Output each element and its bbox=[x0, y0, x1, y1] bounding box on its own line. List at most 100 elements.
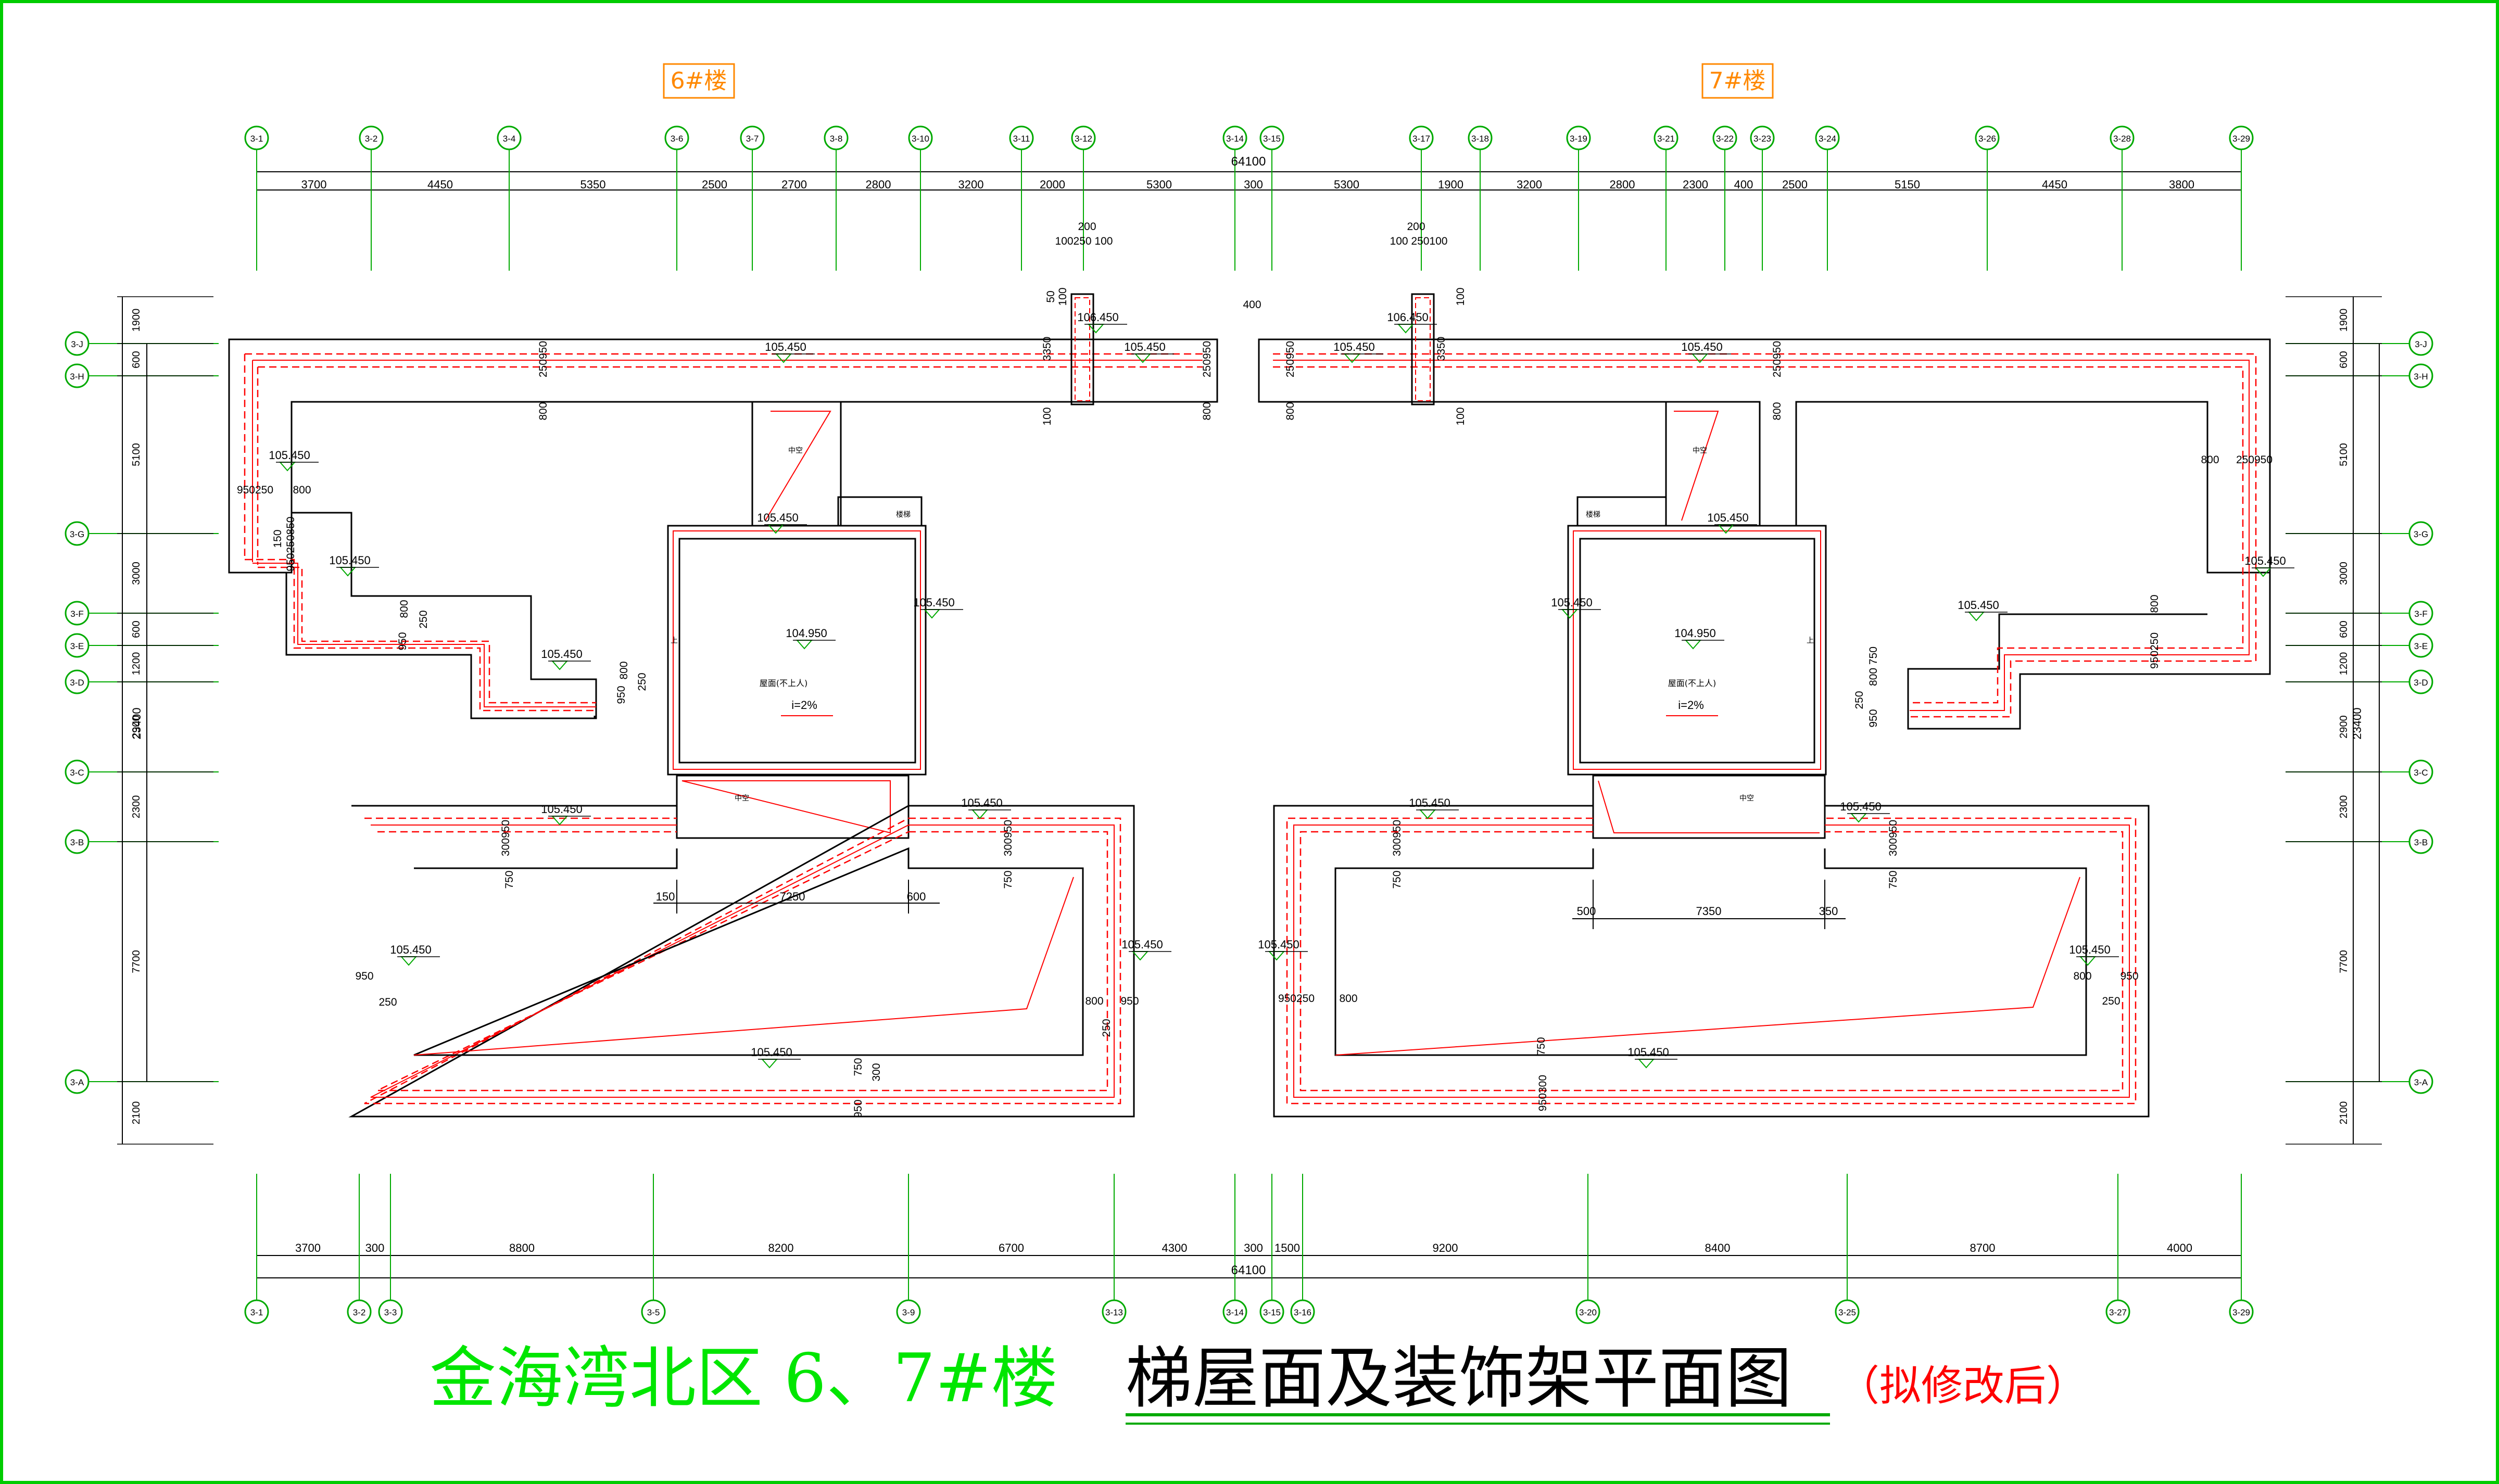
detail-dim-24: 800 bbox=[398, 600, 410, 618]
detail-dim-30: 800 bbox=[2201, 454, 2219, 466]
detail-dim-41: 300950 bbox=[1391, 820, 1403, 856]
b7-stepped-wing-dash2 bbox=[1910, 567, 2244, 704]
b7-dim-350: 350 bbox=[1819, 905, 1838, 918]
b6-stair-lower-note: 中空 bbox=[735, 794, 749, 803]
detail-dim-52: 800 bbox=[2073, 970, 2091, 982]
elevation-triangle bbox=[1967, 612, 1985, 621]
top-axis-3-14-label: 3-14 bbox=[1226, 134, 1244, 144]
top-dim-14: 2300 bbox=[1683, 178, 1708, 191]
elevation-value-23: 105.450 bbox=[1258, 938, 1299, 951]
left-axis-3-D-label: 3-D bbox=[70, 678, 84, 688]
elevation-value-24: 105.450 bbox=[2069, 943, 2111, 956]
right-dim-3: 3000 bbox=[2338, 562, 2350, 585]
top-dim-0: 3700 bbox=[301, 178, 327, 191]
b7-top-band-dash1 bbox=[1273, 353, 2257, 560]
b6-dim-150: 150 bbox=[656, 890, 675, 903]
elevation-triangle bbox=[1134, 353, 1152, 363]
b6-top-post-inner bbox=[1075, 297, 1090, 401]
b7-top-post bbox=[1411, 293, 1435, 405]
detail-dim-39: 300950 bbox=[1002, 820, 1014, 856]
detail-dim-22: 150 bbox=[272, 529, 284, 548]
elevation-value-19: 105.450 bbox=[1409, 796, 1450, 809]
elevation-value-15: 104.950 bbox=[786, 627, 827, 640]
left-axis-3-C-label: 3-C bbox=[70, 768, 84, 778]
elevation-triangle bbox=[796, 640, 813, 650]
bottom-axis-3-3-label: 3-3 bbox=[384, 1308, 397, 1317]
right-axis-3-H-label: 3-H bbox=[2414, 372, 2428, 382]
b7-lower-red-slope bbox=[1335, 877, 2080, 1056]
b6-stair-roof-inner bbox=[678, 538, 916, 764]
bottom-dim-10: 8700 bbox=[1970, 1241, 1996, 1254]
detail-dim-34: 800 750 bbox=[1867, 646, 1879, 686]
detail-dim-21: 800 bbox=[293, 484, 311, 496]
top-axis-3-8-label: 3-8 bbox=[830, 134, 843, 144]
right-total-dim: 23400 bbox=[2351, 707, 2364, 739]
bottom-axis-3-2-label: 3-2 bbox=[353, 1308, 366, 1317]
title-main: 金海湾北区 6、7#楼 bbox=[430, 1340, 1058, 1417]
elevation-triangle bbox=[279, 462, 296, 472]
bottom-dim-2: 8800 bbox=[509, 1241, 535, 1254]
detail-dim-8: 100 bbox=[1455, 287, 1467, 306]
top-dim-4: 2700 bbox=[781, 178, 807, 191]
b7-stepped-wing-solid bbox=[1910, 565, 2250, 711]
b7-small-room-note: 楼梯 bbox=[1586, 511, 1600, 519]
b7-top-band-outer bbox=[1258, 338, 2271, 574]
b6-stair-roof-outer bbox=[667, 525, 927, 776]
building-6-plan: 中空 楼梯 屋面(不上人) i=2% 上 中空 bbox=[228, 293, 1218, 1118]
b7-stepped-wing-outer bbox=[1907, 573, 2271, 730]
left-dim-0: 1900 bbox=[131, 309, 142, 332]
elevation-value-7: 105.450 bbox=[329, 554, 371, 567]
b6-shaft-note: 中空 bbox=[788, 447, 803, 455]
bottom-axis-3-27-label: 3-27 bbox=[2109, 1308, 2127, 1317]
b6-top-band-inner-dash2 bbox=[257, 366, 1203, 565]
right-dim-8: 7700 bbox=[2338, 950, 2350, 973]
detail-dim-50: 950250 bbox=[1278, 993, 1315, 1005]
top-dim-8: 5300 bbox=[1146, 178, 1172, 191]
detail-dim-19: 800 bbox=[1771, 402, 1783, 420]
detail-dim-32: 800 bbox=[2149, 594, 2161, 613]
building-7-plan: 中空 楼梯 屋面(不上人) i=2% 上 中空 bbox=[1258, 293, 2271, 1118]
detail-dim-9: 100 bbox=[1455, 407, 1467, 425]
b7-shaft-note: 中空 bbox=[1693, 447, 1707, 455]
top-axis-3-7-label: 3-7 bbox=[746, 134, 759, 144]
top-dim-5: 2800 bbox=[866, 178, 891, 191]
elevation-value-5: 106.450 bbox=[1387, 311, 1429, 324]
left-dim-4: 600 bbox=[131, 620, 142, 638]
bottom-dim-11: 4000 bbox=[2167, 1241, 2192, 1254]
left-dim-8: 7700 bbox=[131, 950, 142, 973]
left-dim-3: 3000 bbox=[131, 562, 142, 585]
elevation-triangle bbox=[1343, 353, 1361, 363]
right-dim-4: 600 bbox=[2338, 620, 2350, 638]
detail-dim-16: 250950 bbox=[1284, 341, 1296, 377]
b6-stair-lower bbox=[676, 775, 910, 839]
elevation-value-16: 104.950 bbox=[1674, 627, 1716, 640]
top-axis-3-2-label: 3-2 bbox=[365, 134, 378, 144]
detail-dim-54: 250 bbox=[2102, 995, 2120, 1007]
right-dim-7: 2300 bbox=[2338, 795, 2350, 819]
right-dim-1: 600 bbox=[2338, 351, 2350, 368]
detail-dim-14: 250950 bbox=[1201, 341, 1213, 377]
elevation-triangle bbox=[551, 661, 569, 670]
b6-stepped-wing-outer bbox=[229, 572, 596, 719]
detail-dim-27: 800 bbox=[618, 661, 630, 679]
top-axis-3-17-label: 3-17 bbox=[1412, 134, 1430, 144]
top-axis-3-4-label: 3-4 bbox=[503, 134, 516, 144]
b7-stepped-wing-dash1 bbox=[1910, 562, 2257, 718]
b6-stepped-wing-inner bbox=[292, 512, 597, 719]
elevation-value-14: 105.450 bbox=[1958, 599, 1999, 612]
elevation-value-13: 105.450 bbox=[2244, 554, 2286, 567]
b7-roof-note: 屋面(不上人) bbox=[1668, 678, 1717, 688]
b6-lower-frame-outer bbox=[348, 805, 1135, 1118]
elevation-triangle bbox=[761, 1059, 778, 1069]
b6-lower-frame-dash1 bbox=[364, 817, 1121, 1105]
b6-small-room-note: 楼梯 bbox=[896, 511, 911, 519]
detail-dim-58: 750 bbox=[1535, 1037, 1547, 1055]
left-dim-5: 1200 bbox=[131, 652, 142, 676]
right-axis-grid: 3-J3-H3-G3-F3-E3-D3-C3-B3-A1900600510030… bbox=[2286, 296, 2433, 1145]
elevation-triangle bbox=[2079, 956, 2097, 966]
elevation-value-8: 105.450 bbox=[541, 648, 583, 661]
bottom-dim-6: 300 bbox=[1244, 1241, 1263, 1254]
top-axis-3-28-label: 3-28 bbox=[2113, 134, 2131, 144]
elevation-value-22: 105.450 bbox=[1121, 938, 1163, 951]
